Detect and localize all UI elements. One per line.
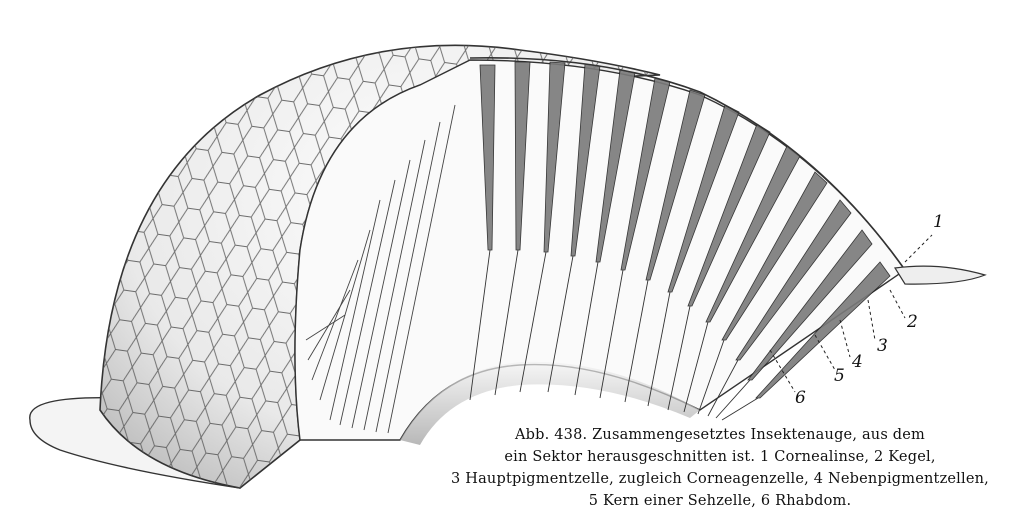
label-6: 6 — [795, 388, 806, 408]
caption-line-3: 3 Hauptpigmentzelle, zugleich Corneagenz… — [440, 468, 1000, 490]
figure-caption: Abb. 438. Zusammengesetztes Insektenauge… — [440, 424, 1000, 512]
label-3: 3 — [877, 336, 888, 356]
label-4: 4 — [852, 352, 863, 372]
label-2: 2 — [907, 312, 918, 332]
caption-line-1: Abb. 438. Zusammengesetztes Insektenauge… — [440, 424, 1000, 446]
caption-line-2: ein Sektor herausgeschnitten ist. 1 Corn… — [440, 446, 1000, 468]
lens-tip — [895, 266, 985, 284]
label-1: 1 — [933, 212, 944, 232]
caption-line-4: 5 Kern einer Sehzelle, 6 Rhabdom. — [440, 490, 1000, 512]
label-5: 5 — [834, 366, 845, 386]
